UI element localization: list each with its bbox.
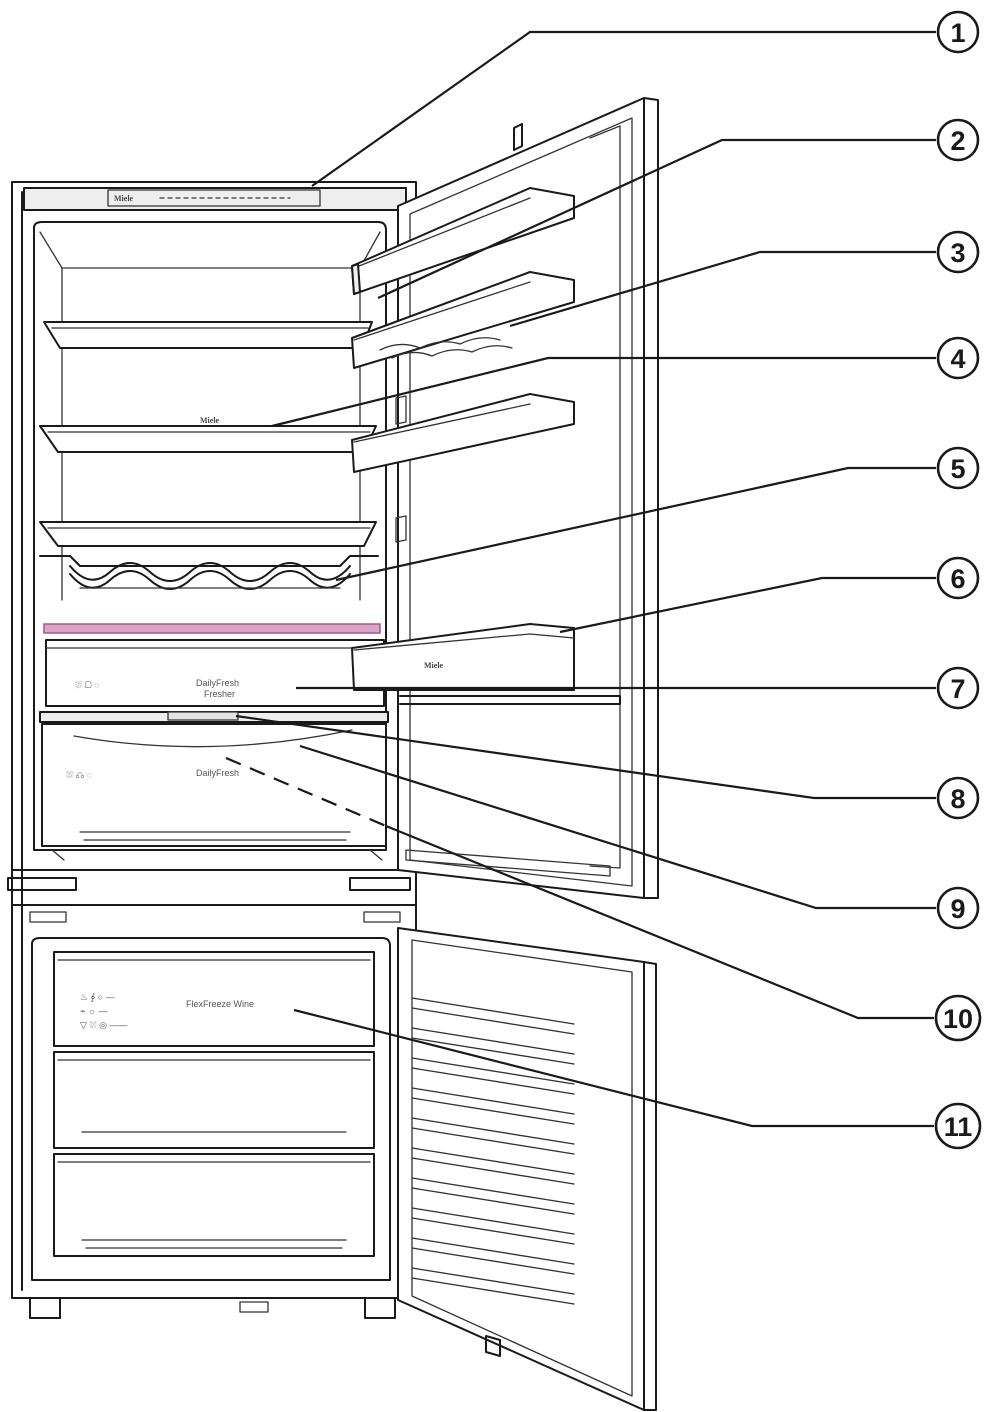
callout-5: 5 (936, 446, 980, 490)
fridge-door: Miele (351, 97, 659, 899)
callout-8: 8 (936, 776, 980, 820)
glass-shelf-branded: Miele (39, 416, 377, 453)
callout-3: 3 (936, 230, 980, 274)
callout-7: 7 (936, 666, 980, 710)
leader-8 (235, 714, 936, 800)
callout-11-number: 11 (944, 1112, 973, 1142)
door-shelf-3 (351, 393, 575, 473)
callout-4: 4 (936, 336, 980, 380)
glass-shelf-top (43, 321, 373, 349)
leader-4 (271, 356, 936, 428)
humidity-slider (39, 711, 389, 723)
leader-5 (335, 466, 936, 582)
dailyfresh-drawer-lower: ⛆ ☊ ◌ DailyFresh (41, 723, 387, 847)
leader-lines (225, 30, 936, 1128)
drawer-lower-icons: ⛆ ☊ ◌ (66, 770, 92, 780)
leader-9 (299, 744, 936, 910)
freezer-drawer-bottom (53, 1153, 375, 1257)
freezer-door (397, 927, 657, 1411)
bottle-rack (39, 555, 379, 590)
fridge-interior: Miele ⛆ ▢ ◌ DailyFresh Fresher (33, 221, 389, 861)
callout-2-number: 2 (950, 126, 965, 156)
control-panel-brand: Miele (114, 194, 134, 203)
callout-11: 11 (934, 1102, 982, 1150)
callout-10: 10 (934, 994, 982, 1042)
glass-shelf-lower (39, 521, 377, 547)
leader-2 (377, 138, 936, 299)
callout-2: 2 (936, 118, 980, 162)
leader-1 (311, 30, 936, 187)
dailyfresh-drawer-upper: ⛆ ▢ ◌ DailyFresh Fresher (45, 639, 385, 707)
callout-1: 1 (936, 10, 980, 54)
callout-4-number: 4 (950, 344, 965, 374)
control-panel: Miele (23, 187, 407, 211)
door-bottle-shelf: Miele (351, 623, 575, 691)
callout-3-number: 3 (950, 238, 965, 268)
leader-10-hidden (225, 756, 387, 828)
leader-10 (385, 824, 934, 1020)
callout-10-number: 10 (943, 1004, 973, 1034)
drawer-upper-icons: ⛆ ▢ ◌ (75, 680, 99, 690)
callout-9: 9 (936, 886, 980, 930)
callout-5-number: 5 (950, 454, 965, 484)
callout-6-number: 6 (950, 564, 965, 594)
freezer-interior: ♨ ∮ ○ — ⌁ ☼ — ▽ ⛆ ◎ —— FlexFreeze Wine (31, 937, 391, 1281)
door-shelf-brand: Miele (424, 661, 444, 670)
drawer-upper-sublabel: Fresher (204, 689, 235, 699)
shelf-brand: Miele (200, 416, 220, 425)
freezer-drawer-icons-2: ⌁ ☼ — (80, 1006, 108, 1016)
callout-7-number: 7 (950, 674, 965, 704)
freezer-drawer-top: ♨ ∮ ○ — ⌁ ☼ — ▽ ⛆ ◎ —— FlexFreeze Wine (53, 951, 375, 1047)
callout-8-number: 8 (950, 784, 965, 814)
door-bottom-tray (399, 695, 621, 877)
door-shelf-2-egg-tray (351, 271, 575, 369)
leader-11 (293, 1008, 934, 1128)
drawer-upper-label: DailyFresh (196, 678, 239, 688)
freezer-drawer-middle (53, 1051, 375, 1149)
callout-1-number: 1 (950, 18, 965, 48)
freezer-drawer-icons-3: ▽ ⛆ ◎ —— (80, 1020, 127, 1030)
leader-6 (559, 576, 936, 634)
freezer-drawer-label: FlexFreeze Wine (186, 999, 254, 1009)
callout-6: 6 (936, 556, 980, 600)
divider-glass-plate (43, 623, 381, 634)
drawer-lower-label: DailyFresh (196, 768, 239, 778)
middle-trim (7, 877, 411, 923)
freezer-drawer-icons-1: ♨ ∮ ○ — (80, 992, 115, 1002)
callout-9-number: 9 (950, 894, 965, 924)
leader-3 (509, 250, 936, 328)
